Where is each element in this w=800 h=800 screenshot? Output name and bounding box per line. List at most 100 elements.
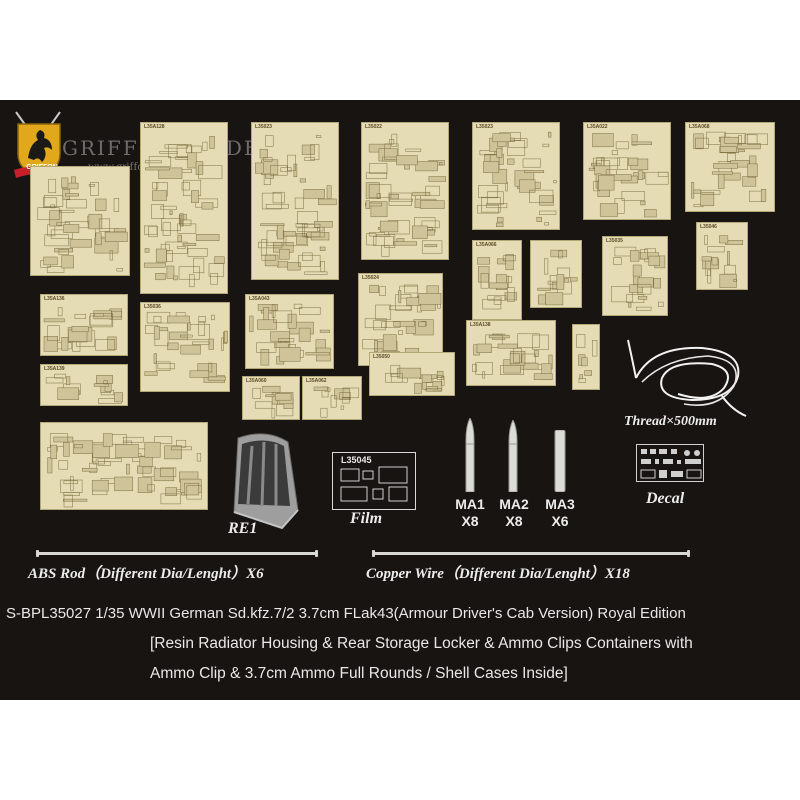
etch-part bbox=[54, 373, 66, 379]
etch-part bbox=[278, 338, 295, 343]
etch-part bbox=[533, 350, 539, 357]
etch-part bbox=[318, 198, 337, 206]
etch-part bbox=[270, 331, 290, 342]
etch-part bbox=[632, 264, 642, 277]
etch-part bbox=[152, 182, 159, 190]
etch-part bbox=[304, 271, 328, 275]
etch-part bbox=[182, 242, 197, 246]
etch-part bbox=[556, 274, 565, 290]
etch-part bbox=[707, 269, 712, 284]
etch-part bbox=[533, 373, 553, 380]
etch-part bbox=[747, 133, 768, 145]
etch-part bbox=[114, 392, 123, 403]
etch-part bbox=[256, 342, 277, 353]
etch-part bbox=[93, 383, 109, 387]
etch-part bbox=[208, 263, 225, 277]
etch-part bbox=[165, 241, 188, 254]
etch-part bbox=[37, 207, 60, 221]
etch-part bbox=[508, 138, 528, 148]
etch-part bbox=[558, 250, 563, 259]
etch-part bbox=[529, 189, 554, 203]
etch-part bbox=[693, 189, 702, 194]
photo-etch-sheet: L35A043 bbox=[245, 294, 334, 369]
etch-part bbox=[90, 182, 99, 196]
photo-etch-sheet: L35023 bbox=[472, 122, 560, 230]
etch-part bbox=[393, 320, 415, 327]
etch-part bbox=[265, 135, 274, 147]
etch-part bbox=[502, 255, 516, 262]
film-label: Film bbox=[350, 510, 383, 527]
etch-part bbox=[700, 191, 715, 207]
etch-part bbox=[50, 229, 73, 239]
etch-part bbox=[319, 246, 326, 251]
etch-part bbox=[631, 134, 638, 146]
etch-part bbox=[137, 477, 153, 493]
etch-part bbox=[153, 468, 175, 482]
etch-part bbox=[198, 165, 223, 180]
etch-part bbox=[173, 275, 178, 281]
etch-part bbox=[749, 155, 757, 165]
photo-etch-sheet: L35A128 bbox=[140, 122, 228, 294]
etch-part bbox=[224, 330, 228, 343]
etch-part bbox=[301, 144, 315, 155]
etch-part bbox=[97, 461, 111, 466]
etch-part bbox=[598, 174, 615, 191]
etch-part bbox=[144, 225, 158, 235]
product-board: GRIFFON GRIFFON MODEL www.griffonmodel.c… bbox=[0, 100, 800, 700]
etch-part bbox=[148, 225, 158, 238]
etch-part bbox=[496, 148, 503, 158]
etch-part bbox=[653, 277, 661, 289]
etch-part bbox=[53, 436, 74, 443]
etch-part bbox=[539, 195, 554, 206]
etch-part bbox=[497, 343, 518, 349]
etch-part bbox=[144, 160, 162, 164]
etch-part bbox=[310, 144, 320, 161]
etch-part bbox=[621, 191, 645, 201]
etch-part bbox=[56, 222, 70, 226]
etch-part bbox=[299, 307, 321, 315]
photo-etch-sheet: L35036 bbox=[140, 302, 230, 392]
photo-etch-sheet: L35A139 bbox=[40, 364, 128, 406]
etch-part bbox=[296, 233, 307, 245]
etch-part bbox=[144, 371, 158, 376]
etch-part bbox=[315, 135, 322, 138]
etch-part bbox=[287, 262, 301, 271]
etch-part bbox=[122, 436, 144, 443]
etch-part bbox=[481, 196, 501, 213]
etch-part bbox=[91, 479, 109, 492]
etch-part bbox=[517, 333, 540, 348]
etch-part bbox=[592, 133, 614, 148]
etch-part bbox=[63, 224, 80, 233]
ammo-name-ma2: MA2 bbox=[499, 496, 529, 512]
etch-part bbox=[538, 294, 546, 305]
etch-part bbox=[506, 140, 526, 156]
etch-part bbox=[187, 152, 197, 169]
etch-part bbox=[475, 362, 493, 375]
photo-etch-sheet: L35A066 bbox=[472, 240, 522, 320]
etch-part bbox=[398, 290, 402, 304]
etch-part bbox=[43, 197, 57, 208]
etch-part bbox=[176, 246, 186, 249]
etch-part bbox=[319, 329, 331, 333]
etch-part bbox=[65, 193, 79, 197]
etch-part bbox=[49, 433, 69, 447]
etch-part bbox=[493, 296, 502, 305]
etch-part bbox=[95, 198, 107, 211]
etch-part bbox=[181, 219, 192, 226]
ammo-name-ma1: MA1 bbox=[455, 496, 485, 512]
etch-part bbox=[43, 318, 65, 323]
etch-part bbox=[166, 265, 175, 279]
etch-part bbox=[50, 444, 57, 459]
etch-part bbox=[418, 293, 442, 305]
abs-rod-label: ABS Rod（Different Dia/Lenght）X6 bbox=[28, 566, 264, 582]
etch-part bbox=[637, 283, 652, 295]
etch-part bbox=[152, 190, 167, 201]
etch-part bbox=[617, 157, 628, 170]
etch-part bbox=[139, 456, 153, 467]
etch-part bbox=[265, 173, 274, 179]
etch-part bbox=[727, 251, 730, 266]
etch-part bbox=[719, 235, 729, 244]
etch-part bbox=[488, 334, 510, 339]
etch-part bbox=[261, 159, 279, 175]
etch-part bbox=[389, 305, 412, 311]
